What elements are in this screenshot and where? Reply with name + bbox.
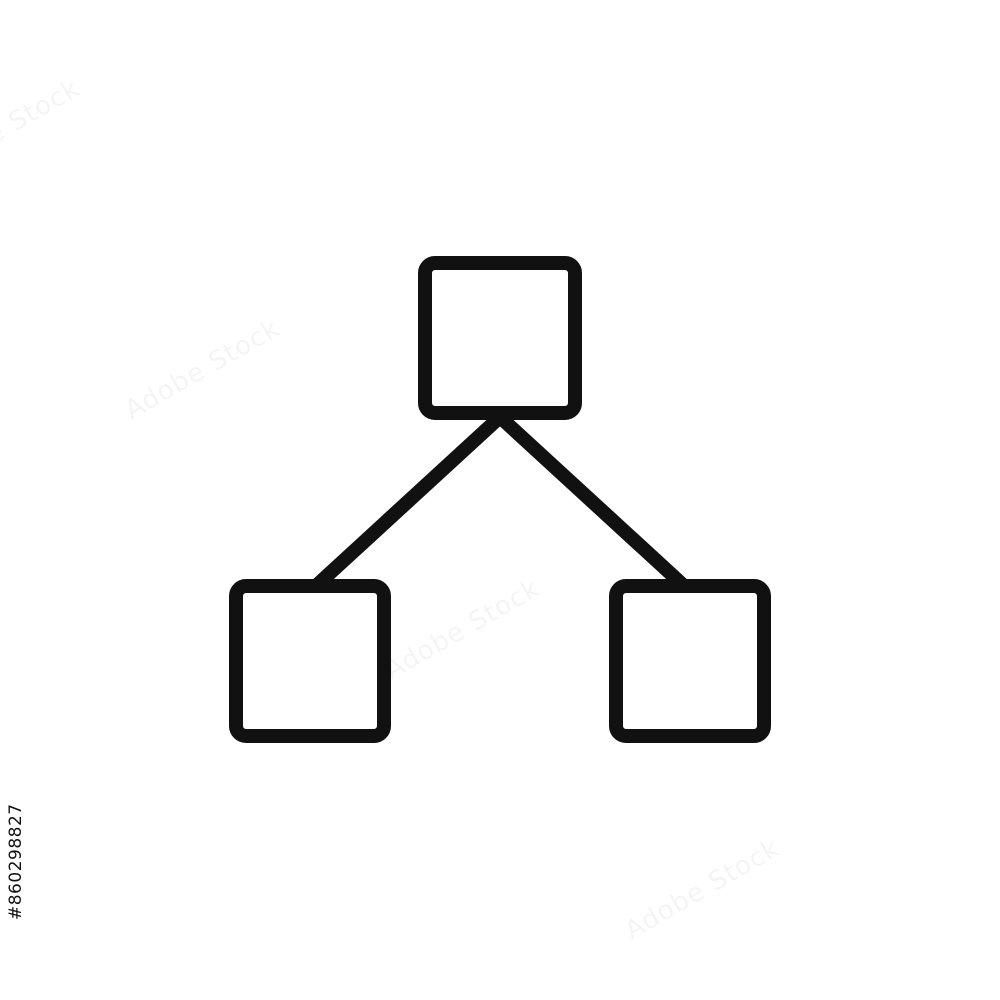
bottom-left-node-box <box>229 579 391 743</box>
bottom-right-node-box <box>609 579 771 743</box>
stock-id-label: #860298827 <box>6 803 26 920</box>
connector-line-right <box>493 410 690 592</box>
connector-line-left <box>310 410 507 592</box>
top-node-box <box>418 256 582 420</box>
